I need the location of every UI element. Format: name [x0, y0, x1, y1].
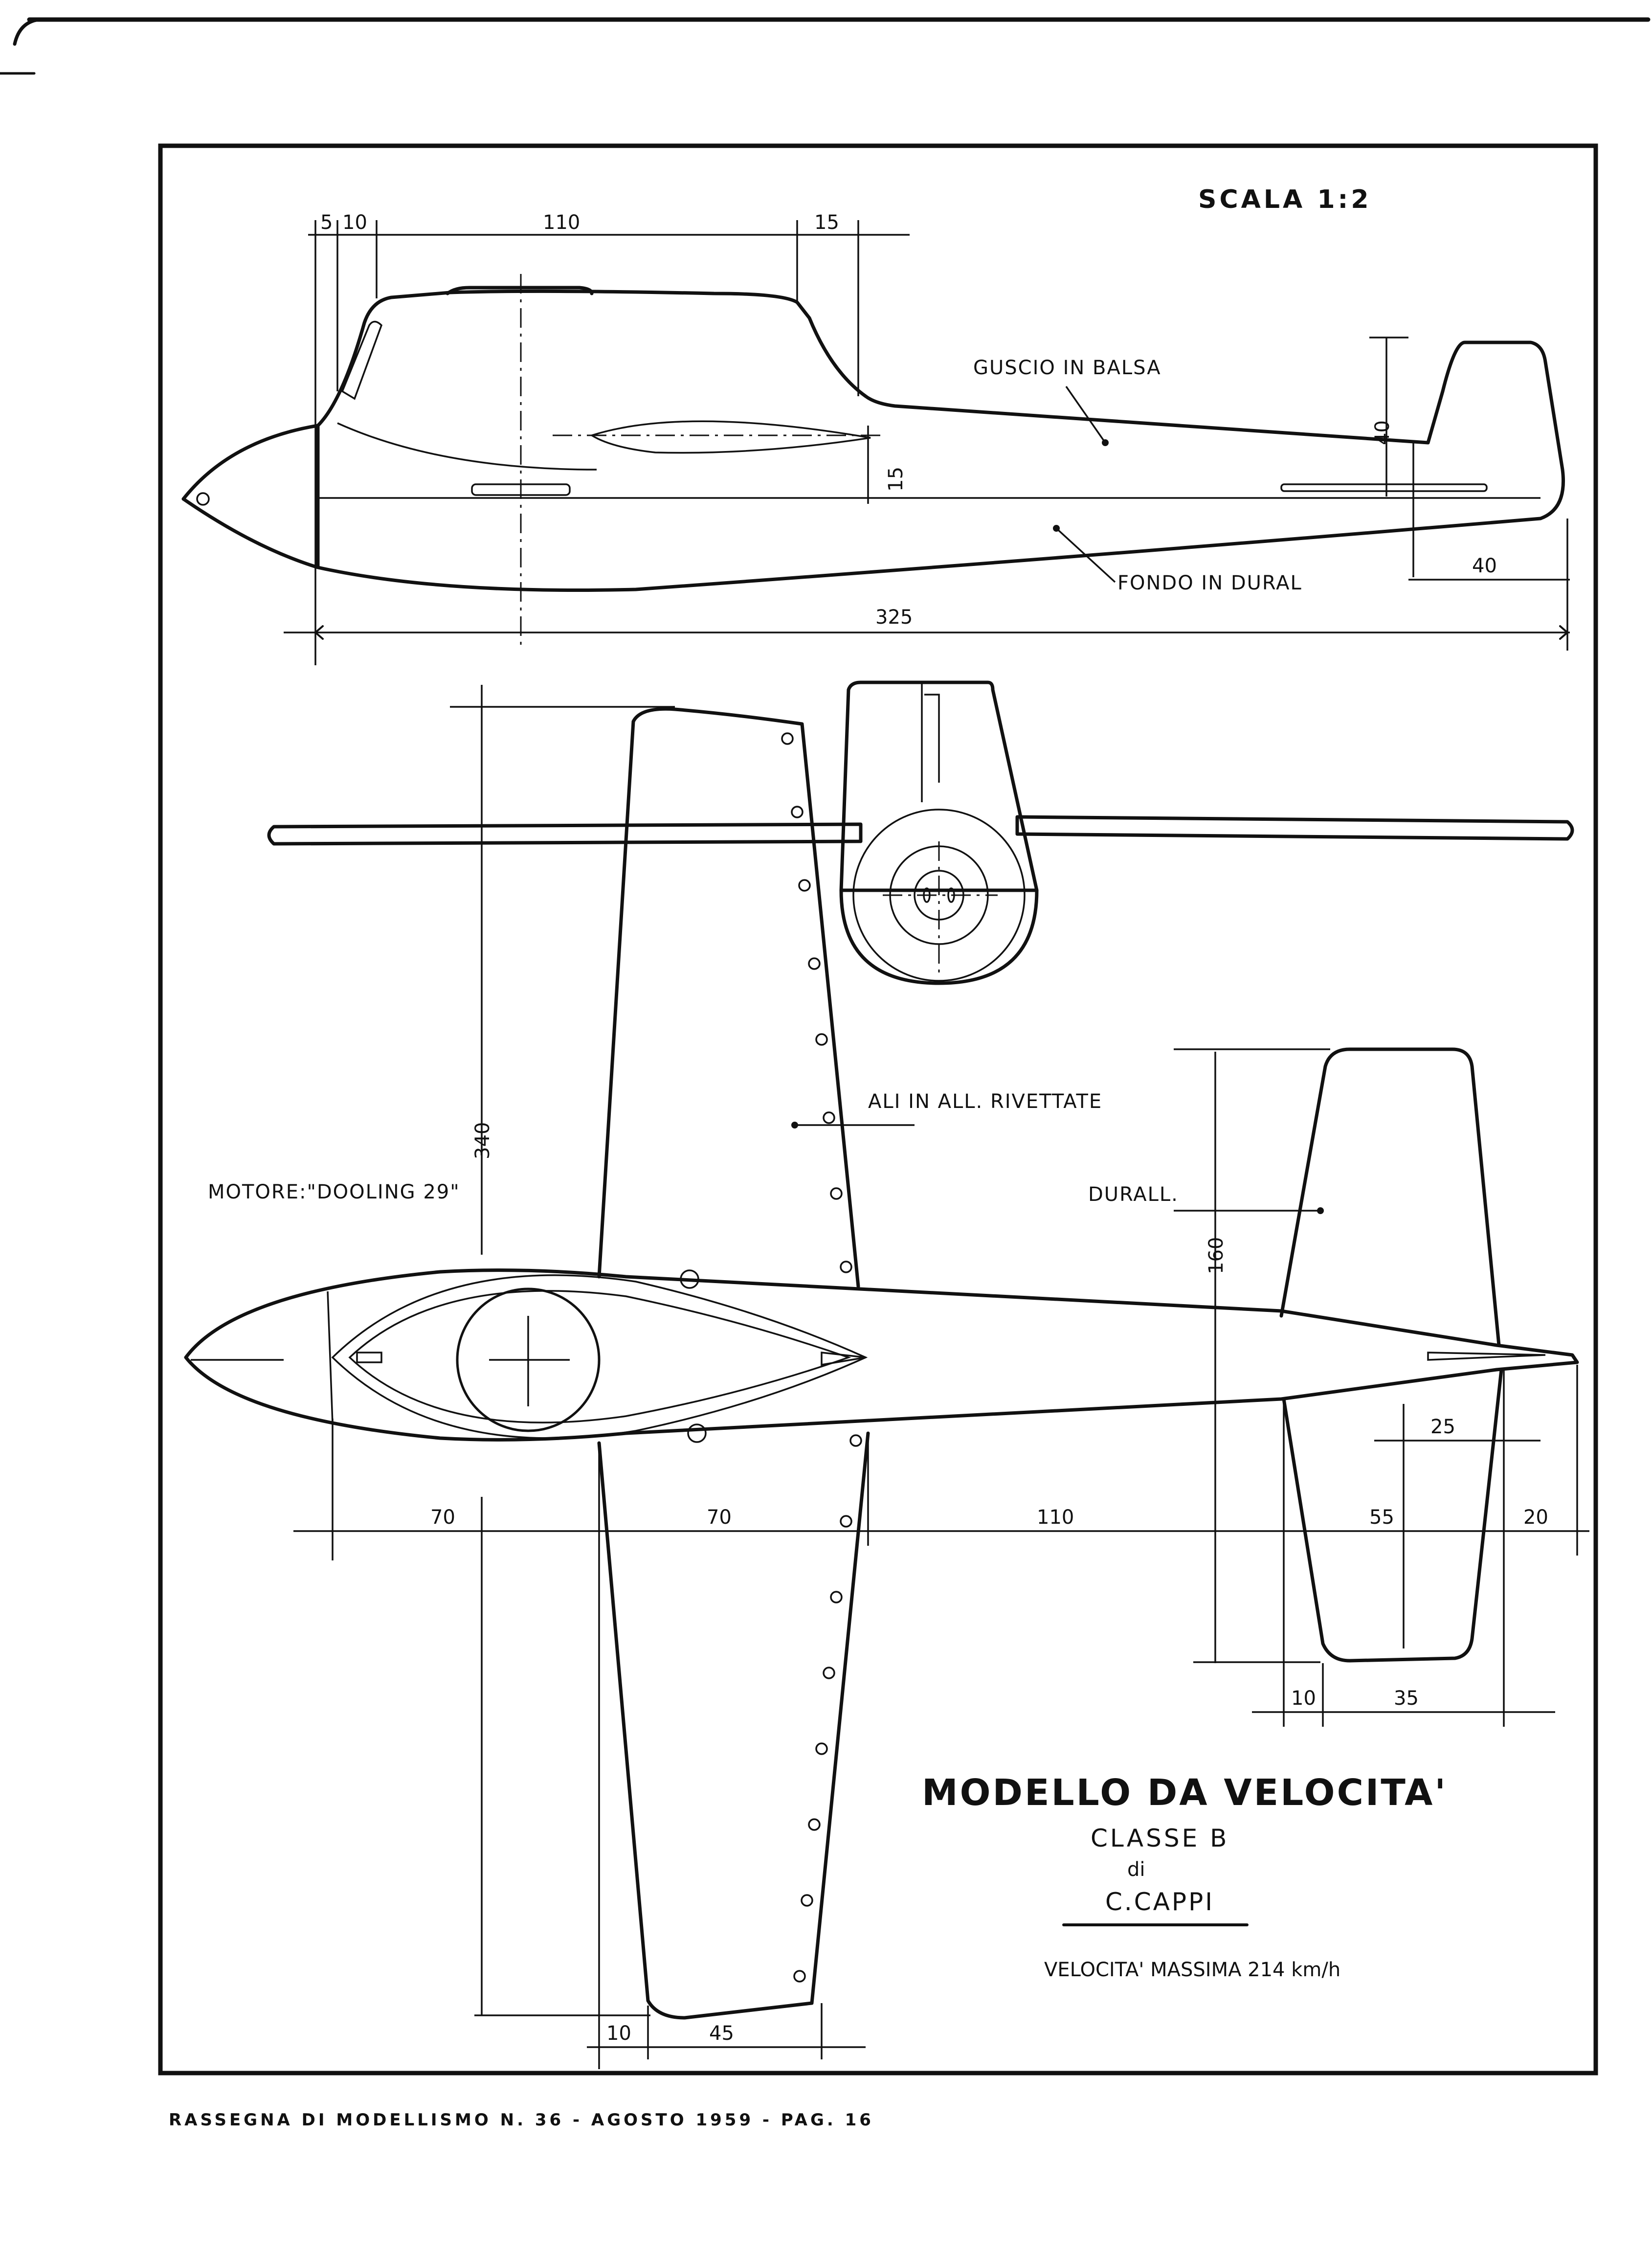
model-class: CLASSE B — [1091, 1824, 1229, 1852]
model-by: di — [1127, 1858, 1145, 1881]
rivet — [815, 1742, 828, 1755]
plan-tail-upper — [1279, 1047, 1501, 1347]
plan-nose-bulkhead — [327, 1291, 334, 1424]
label-wings: ALI IN ALL. RIVETTATE — [868, 1090, 1102, 1113]
dim-side-15-vert: 15 — [885, 467, 907, 492]
plan-view: ALI IN ALL. RIVETTATE MOTORE:"DOOLING 29… — [184, 685, 1589, 2069]
dim-wing-45: 45 — [709, 2022, 734, 2045]
dim-side-40-horiz: 40 — [1472, 555, 1497, 577]
plan-fuselage — [184, 1268, 1579, 1442]
leader-bottom — [1055, 527, 1116, 583]
side-windscreen — [341, 320, 383, 400]
rivet — [849, 1434, 862, 1447]
rivet — [815, 1033, 828, 1046]
dim-tail-35: 35 — [1394, 1687, 1419, 1710]
scale-label: SCALA 1:2 — [1198, 185, 1372, 214]
leader-tail-dot — [1317, 1207, 1324, 1214]
side-spinner-hole — [196, 492, 210, 506]
dim-plan-70-b: 70 — [707, 1506, 732, 1529]
label-shell: GUSCIO IN BALSA — [973, 357, 1161, 379]
plan-wing-screw-lower — [687, 1423, 707, 1443]
plan-tail-arrow — [821, 1352, 866, 1366]
label-tail-material: DURALL. — [1088, 1183, 1179, 1206]
front-wing-left — [267, 822, 863, 846]
rivet — [801, 1894, 813, 1907]
plan-wing-lower — [597, 1431, 870, 2020]
side-fuselage-top — [181, 289, 1565, 520]
model-author: C.CAPPI — [1105, 1888, 1214, 1916]
dim-wing-10: 10 — [606, 2022, 631, 2045]
plan-windscreen-slot — [356, 1352, 382, 1363]
dim-side-15: 15 — [814, 211, 839, 234]
rivet — [823, 1111, 835, 1124]
label-engine: MOTORE:"DOOLING 29" — [208, 1181, 460, 1203]
page-top-left-corner — [13, 18, 41, 46]
model-title: MODELLO DA VELOCITA' — [922, 1772, 1448, 1814]
side-lower-hatch-rear — [1280, 483, 1488, 492]
front-cowl — [839, 888, 1039, 985]
label-bottom: FONDO IN DURAL — [1117, 572, 1302, 594]
front-prop-hub-right — [947, 887, 955, 903]
side-wing-airfoil — [589, 420, 871, 454]
rivet — [840, 1515, 852, 1528]
plan-tail-lower — [1282, 1368, 1503, 1663]
front-wing-right — [1015, 815, 1574, 841]
rivet — [798, 879, 811, 892]
dim-tail-20: 20 — [1523, 1506, 1548, 1529]
plan-wing-upper — [597, 707, 860, 1288]
plan-engine-hatch — [456, 1287, 601, 1432]
leader-shell-dot — [1102, 439, 1109, 446]
plan-tail-slot — [1427, 1352, 1546, 1361]
dim-tail-10: 10 — [1291, 1687, 1316, 1710]
dim-side-5: 5 — [320, 211, 333, 234]
side-wing-root-curve — [337, 422, 597, 471]
max-speed: VELOCITA' MASSIMA 214 km/h — [1044, 1959, 1340, 1981]
page-footer: RASSEGNA DI MODELLISMO N. 36 - AGOSTO 19… — [169, 2110, 874, 2130]
dim-side-110: 110 — [543, 211, 580, 234]
dim-span-340: 340 — [471, 1122, 494, 1159]
rivet — [830, 1591, 843, 1603]
side-dim-325-arrow-l — [314, 625, 324, 640]
leader-shell — [1065, 386, 1106, 443]
front-fin-rib — [924, 694, 940, 783]
rivet — [840, 1261, 852, 1273]
rivet — [781, 732, 794, 745]
dim-tail-160: 160 — [1205, 1237, 1228, 1274]
dim-plan-110: 110 — [1037, 1506, 1074, 1529]
leader-wings-dot — [791, 1122, 798, 1128]
rivet — [791, 806, 804, 818]
lower-wing-rivets — [793, 1434, 862, 1983]
drawing-frame — [158, 143, 1598, 2076]
side-view: 5 10 110 15 15 40 40 325 GUSCIO IN BALSA… — [181, 211, 1570, 665]
dim-plan-70-a: 70 — [430, 1506, 455, 1529]
plan-wing-screw-upper — [680, 1269, 699, 1289]
front-view — [267, 680, 1574, 985]
side-fuselage-bottom — [181, 497, 1542, 592]
front-prop-hub-left — [923, 887, 931, 903]
dim-tail-25: 25 — [1430, 1416, 1455, 1438]
rivet — [823, 1667, 835, 1679]
side-canopy-hatch — [446, 286, 594, 295]
leader-bottom-dot — [1053, 525, 1060, 532]
rivet — [808, 957, 821, 970]
side-dim-325-arrow-r — [1559, 625, 1568, 640]
rivet — [808, 1818, 821, 1831]
front-cowl-ring — [852, 809, 1026, 982]
dim-side-40-vert: 40 — [1371, 420, 1394, 445]
rivet — [793, 1970, 806, 1983]
dim-length-325: 325 — [875, 606, 913, 629]
dim-tail-55: 55 — [1369, 1506, 1394, 1529]
dim-side-10: 10 — [342, 211, 367, 234]
upper-wing-rivets — [781, 732, 852, 1273]
rivet — [830, 1187, 843, 1200]
title-block: MODELLO DA VELOCITA' CLASSE B di C.CAPPI… — [922, 1772, 1448, 1981]
